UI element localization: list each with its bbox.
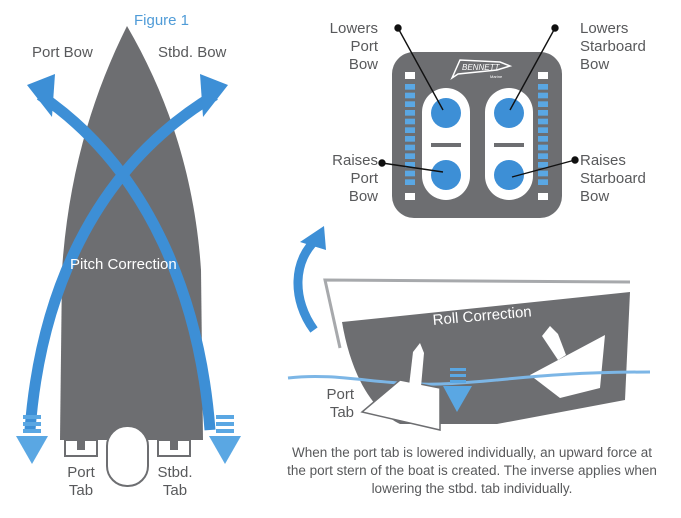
indicator-segment-port <box>405 101 415 107</box>
indicator-segment-stbd <box>538 144 548 151</box>
indicator-segment-port <box>405 118 415 125</box>
port-down-arrow-icon <box>16 415 48 464</box>
label-line: Starboard <box>580 170 646 187</box>
stbd-down-arrow-icon <box>209 415 241 464</box>
port-bow-label: Port Bow <box>32 44 93 61</box>
indicator-segment-stbd <box>538 162 548 168</box>
figure-caption: When the port tab is lowered individuall… <box>287 445 657 496</box>
roll-port-tab-label: Port Tab <box>318 386 354 422</box>
lowers-stbd-bow-label: Lowers Starboard Bow <box>580 20 646 74</box>
lowers-stbd-bow-button[interactable] <box>494 98 524 128</box>
port-tab-label-line2: Tab <box>68 482 94 499</box>
stbd-bow-arc <box>24 90 218 431</box>
raises-stbd-bow-button[interactable] <box>494 160 524 190</box>
indicator-segment-port <box>405 110 415 116</box>
indicator-bottom-stbd <box>538 193 548 200</box>
label-line: Lowers <box>580 20 629 37</box>
label-line: Port <box>350 170 378 187</box>
label-line: Bow <box>580 56 610 73</box>
bennett-brand: BENNETT <box>462 63 500 72</box>
label-line: Bow <box>580 188 610 205</box>
label-line: Bow <box>348 188 378 205</box>
pointer-lowers-port <box>397 27 444 111</box>
stbd-switch-divider <box>494 143 524 147</box>
raises-stbd-bow-label: Raises Starboard Bow <box>580 152 646 206</box>
indicator-segment-port <box>405 127 415 133</box>
bennett-brand-sub: Marine <box>490 74 503 79</box>
port-tab-label-line1: Port <box>67 464 95 481</box>
rotation-arrowhead-icon <box>300 226 326 250</box>
port-tab-mount <box>77 440 85 450</box>
stbd-tab-label: Stbd. Tab <box>152 464 198 500</box>
pointer-raises-stbd <box>511 159 576 178</box>
indicator-segment-port <box>405 170 415 177</box>
figure-title: Figure 1 <box>134 12 190 29</box>
indicator-segment-port <box>405 92 415 99</box>
indicator-segment-stbd <box>538 84 548 90</box>
label-line: Starboard <box>580 38 646 55</box>
label-line: Raises <box>580 152 626 169</box>
port-actuator-icon <box>408 343 424 398</box>
port-tab-label: Port Tab <box>58 464 104 500</box>
stbd-tab-raised <box>530 335 605 398</box>
indicator-segment-stbd <box>538 170 548 177</box>
pitch-correction-label: Pitch Correction <box>70 256 177 273</box>
stbd-bow-arrowhead-icon <box>200 74 228 117</box>
indicator-segment-port <box>405 144 415 151</box>
indicator-segment-port <box>405 84 415 90</box>
port-tab-lowered <box>360 379 441 431</box>
indicator-segment-stbd <box>538 101 548 107</box>
indicator-segment-stbd <box>538 136 548 142</box>
indicator-bars <box>405 84 548 185</box>
pointer-lowers-stbd <box>509 27 556 111</box>
bennett-logo-icon <box>450 59 513 81</box>
indicator-bottom-port <box>405 193 415 200</box>
port-bow-arc <box>36 90 216 431</box>
indicator-segment-stbd <box>538 92 548 99</box>
stbd-bow-label: Stbd. Bow <box>158 44 227 61</box>
stbd-tab-label-line1: Stbd. <box>157 464 193 481</box>
stbd-tab-label-line2: Tab <box>162 482 188 499</box>
indicator-segment-port <box>405 179 415 185</box>
indicator-segment-stbd <box>538 110 548 116</box>
indicator-segment-stbd <box>538 118 548 125</box>
outboard-motor <box>106 425 149 487</box>
lowers-port-bow-label: Lowers Port Bow <box>300 20 378 74</box>
pointer-raises-port <box>381 162 444 173</box>
port-switch-divider <box>431 143 461 147</box>
label-line: Bow <box>348 56 378 73</box>
pointer-lines <box>378 24 579 178</box>
indicator-segment-stbd <box>538 127 548 133</box>
water-line <box>287 370 651 386</box>
stbd-actuator-icon <box>542 326 566 360</box>
raises-port-bow-label: Raises Port Bow <box>300 152 378 206</box>
raises-port-bow-button[interactable] <box>431 160 461 190</box>
lowers-port-bow-button[interactable] <box>431 98 461 128</box>
label-line: Port <box>326 386 354 403</box>
indicator-segment-stbd <box>538 153 548 159</box>
label-line: Lowers <box>329 20 378 37</box>
label-line: Port <box>350 38 378 55</box>
control-panel <box>392 52 562 218</box>
indicator-segment-stbd <box>538 179 548 185</box>
label-line: Tab <box>329 404 354 421</box>
indicator-segment-port <box>405 153 415 159</box>
indicator-top-port <box>405 72 415 79</box>
port-bow-arrowhead-icon <box>27 74 55 117</box>
indicator-segment-port <box>405 136 415 142</box>
stbd-tab-mount <box>170 440 178 450</box>
deck-outline <box>323 278 631 349</box>
indicator-segment-port <box>405 162 415 168</box>
rotation-arrow-arc <box>293 234 322 333</box>
label-line: Raises <box>332 152 378 169</box>
port-tab-down-arrow-icon <box>443 368 472 412</box>
indicator-top-stbd <box>538 72 548 79</box>
